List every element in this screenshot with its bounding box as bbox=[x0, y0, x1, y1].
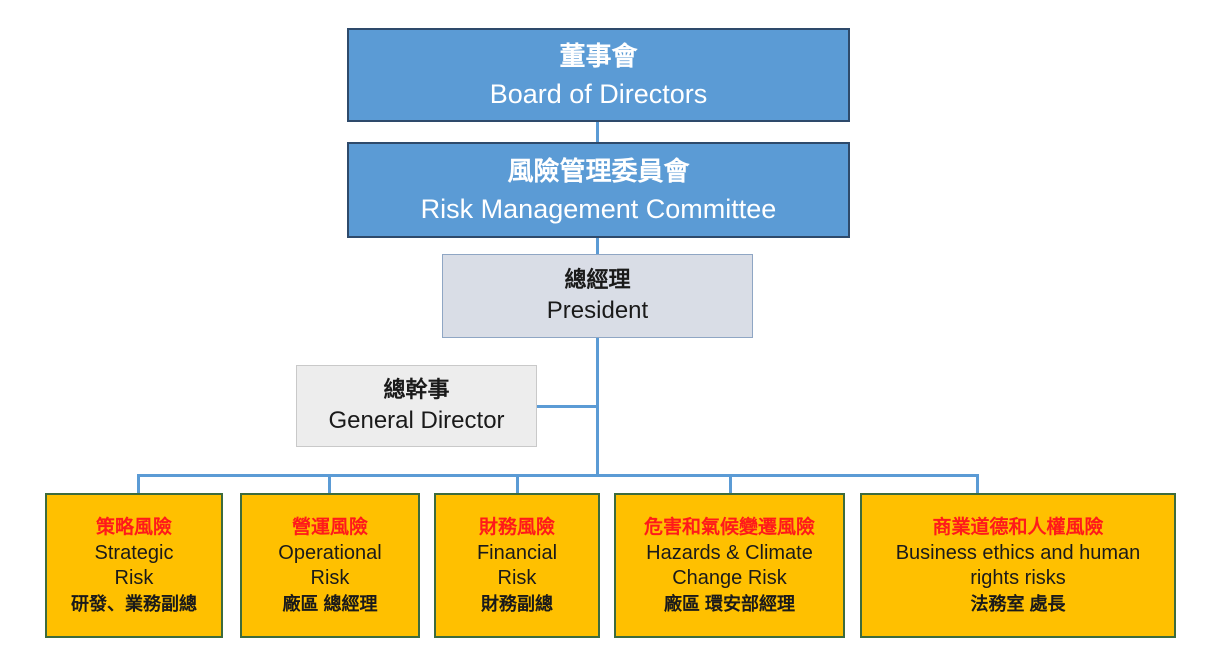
board-zh-label: 董事會 bbox=[559, 41, 638, 71]
risk-management-committee-box: 風險管理委員會 Risk Management Committee bbox=[347, 142, 850, 238]
risk-zh-label: 營運風險 bbox=[291, 516, 368, 538]
connector-risk-bus bbox=[137, 474, 979, 477]
general-director-zh-label: 總幹事 bbox=[383, 377, 450, 402]
risk-owner-label: 財務副總 bbox=[481, 593, 553, 614]
general-director-en-label: General Director bbox=[328, 407, 505, 434]
risk-en-label-line1: Strategic bbox=[94, 541, 174, 564]
risk-zh-label: 危害和氣候變遷風險 bbox=[643, 516, 815, 538]
risk-box-strategic: 策略風險 Strategic Risk 研發、業務副總 bbox=[45, 493, 223, 638]
connector-risk-5 bbox=[976, 474, 979, 494]
risk-box-financial: 財務風險 Financial Risk 財務副總 bbox=[434, 493, 600, 638]
connector-board-committee bbox=[596, 121, 599, 143]
general-director-box: 總幹事 General Director bbox=[296, 365, 537, 447]
connector-risk-3 bbox=[516, 474, 519, 494]
connector-risk-2 bbox=[328, 474, 331, 494]
risk-box-hazards-climate: 危害和氣候變遷風險 Hazards & Climate Change Risk … bbox=[614, 493, 845, 638]
connector-general-director bbox=[537, 405, 598, 408]
risk-zh-label: 商業道德和人權風險 bbox=[932, 516, 1104, 538]
risk-en-label-line2: Risk bbox=[497, 566, 537, 589]
risk-box-business-ethics: 商業道德和人權風險 Business ethics and human righ… bbox=[860, 493, 1176, 638]
risk-zh-label: 策略風險 bbox=[95, 516, 172, 538]
risk-owner-label: 廠區 總經理 bbox=[282, 593, 378, 614]
risk-zh-label: 財務風險 bbox=[478, 516, 555, 538]
committee-zh-label: 風險管理委員會 bbox=[507, 156, 690, 186]
board-en-label: Board of Directors bbox=[489, 79, 708, 109]
risk-owner-label: 法務室 處長 bbox=[970, 593, 1066, 614]
risk-en-label-line2: rights risks bbox=[970, 566, 1066, 589]
risk-en-label-line2: Risk bbox=[310, 566, 350, 589]
connector-risk-1 bbox=[137, 474, 140, 494]
connector-committee-president bbox=[596, 237, 599, 254]
risk-box-operational: 營運風險 Operational Risk 廠區 總經理 bbox=[240, 493, 420, 638]
risk-en-label-line2: Risk bbox=[114, 566, 154, 589]
board-of-directors-box: 董事會 Board of Directors bbox=[347, 28, 850, 122]
president-en-label: President bbox=[546, 297, 649, 324]
president-box: 總經理 President bbox=[442, 254, 753, 338]
risk-en-label-line1: Operational bbox=[278, 541, 382, 564]
risk-owner-label: 研發、業務副總 bbox=[71, 593, 197, 614]
risk-owner-label: 廠區 環安部經理 bbox=[663, 593, 795, 614]
connector-risk-4 bbox=[729, 474, 732, 494]
risk-en-label-line1: Business ethics and human bbox=[895, 541, 1141, 564]
risk-en-label-line2: Change Risk bbox=[672, 566, 787, 589]
committee-en-label: Risk Management Committee bbox=[420, 194, 777, 224]
risk-en-label-line1: Financial bbox=[476, 541, 558, 564]
president-zh-label: 總經理 bbox=[564, 267, 631, 292]
risk-en-label-line1: Hazards & Climate bbox=[646, 541, 813, 564]
